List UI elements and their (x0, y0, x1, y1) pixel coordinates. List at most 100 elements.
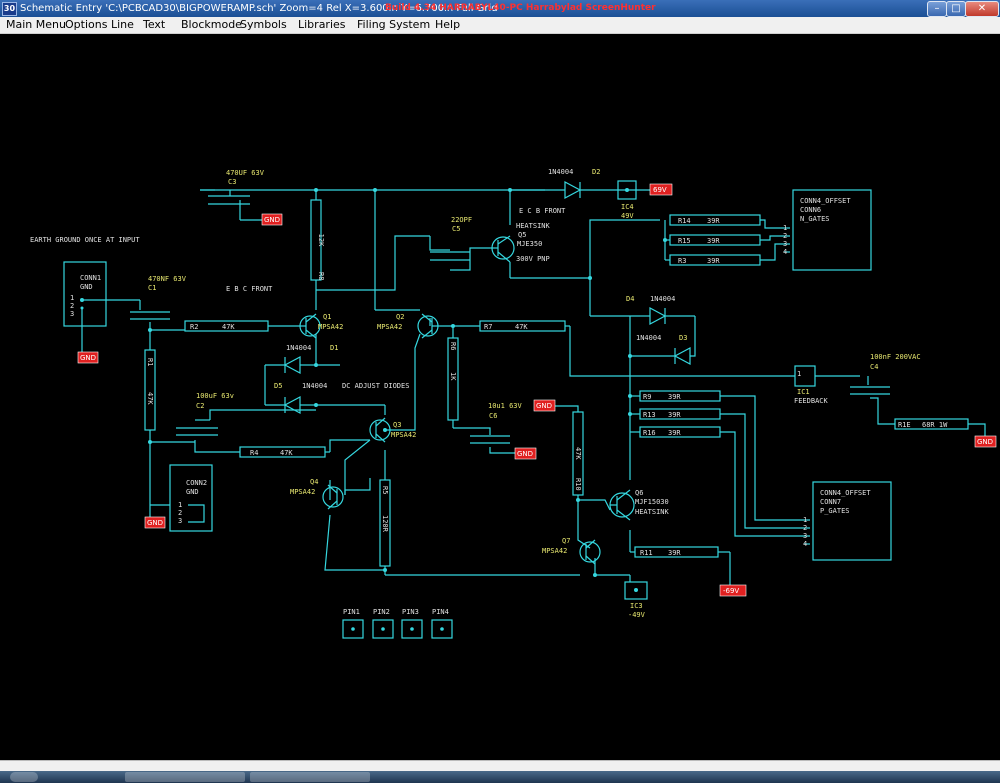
menu-filing-system[interactable]: Filing System (357, 18, 431, 31)
transistor-q7[interactable]: Q7 MPSA42 (542, 537, 601, 565)
diode-d2[interactable]: 1N4004 D2 (545, 168, 606, 199)
r7-ref: R7 (484, 323, 492, 331)
r10-ref: R10 (574, 478, 582, 491)
menu-libraries[interactable]: Libraries (298, 18, 346, 31)
diode-d1[interactable]: 1N4004 D1 (283, 344, 338, 374)
diode-d5[interactable]: D5 1N4004 (274, 382, 327, 414)
resistor-r10[interactable]: 47K R10 (572, 411, 584, 496)
r9-ref: R9 (643, 393, 651, 401)
capacitor-c1[interactable]: 470NF 63V C1 (130, 275, 187, 320)
resistor-r17[interactable]: R1E 68R 1W (894, 418, 969, 430)
resistor-r3[interactable]: R3 39R (669, 254, 761, 266)
q2-value: MPSA42 (377, 323, 402, 331)
c3-ref: C3 (228, 178, 236, 186)
diode-d4[interactable]: D4 1N4004 (626, 295, 675, 325)
neg-69v-flag[interactable]: -69V (719, 584, 747, 597)
ic1-feedback[interactable]: 1 IC1 FEEDBACK (794, 365, 829, 405)
svg-text:GND: GND (80, 354, 96, 362)
capacitor-c5[interactable]: 22OPF C5 (430, 216, 472, 261)
r3-value: 39R (707, 257, 720, 265)
app-icon: 30 (2, 2, 17, 16)
r6-ref: R6 (449, 342, 457, 350)
r13-ref: R13 (643, 411, 656, 419)
r8-value: 12K (317, 234, 325, 247)
r16-ref: R16 (643, 429, 656, 437)
pin-connectors[interactable]: PIN1 PIN2 PIN3 PIN4 (342, 608, 453, 639)
taskbar-item[interactable] (125, 772, 245, 782)
resistor-r15[interactable]: R15 39R (669, 234, 761, 246)
menu-help[interactable]: Help (435, 18, 461, 31)
schematic-canvas[interactable]: 12K R8 R2 47K R1 47K R4 47K R5 120R R6 1… (0, 34, 1000, 760)
resistor-r5[interactable]: R5 120R (379, 479, 391, 567)
ic3[interactable]: IC3 -49V (624, 581, 648, 619)
menu-symbols[interactable]: Symbols (240, 18, 287, 31)
resistor-r13[interactable]: R13 39R (639, 408, 721, 420)
schematic-drawing[interactable]: 12K R8 R2 47K R1 47K R4 47K R5 120R R6 1… (0, 34, 1000, 760)
conn1-value: GND (80, 283, 93, 291)
r11-value: 39R (668, 549, 681, 557)
resistor-r14[interactable]: R14 39R (669, 214, 761, 226)
minimize-button[interactable]: – (927, 1, 947, 17)
pos-69v-flag[interactable]: 69V (649, 183, 673, 196)
ic4[interactable]: IC4 49V (617, 180, 637, 220)
resistor-r1[interactable]: R1 47K (144, 349, 156, 431)
ic3-value: -49V (628, 611, 646, 619)
menu-line[interactable]: Line (111, 18, 134, 31)
start-button[interactable] (10, 772, 38, 782)
dc-adjust-label: DC ADJUST DIODES (342, 382, 409, 390)
transistor-q6[interactable]: Q6 MJF15030 HEATSINK (609, 489, 670, 521)
capacitor-c6[interactable]: 10u1 63V C6 (470, 402, 523, 444)
conn1-ref: CONN1 (80, 274, 101, 282)
gnd-flag[interactable]: GND (261, 213, 283, 226)
connector-conn6[interactable]: CONN4_OFFSET CONN6 N_GATES 12 34 (783, 189, 872, 271)
r1-ref: R1 (146, 358, 154, 366)
resistor-r9[interactable]: R9 39R (639, 390, 721, 402)
transistor-q1[interactable]: Q1 MPSA42 (299, 313, 343, 339)
r1-value: 47K (146, 392, 154, 405)
capacitor-c2[interactable]: 100uF 63v C2 (176, 392, 234, 436)
menu-text[interactable]: Text (143, 18, 166, 31)
svg-text:GND: GND (536, 402, 552, 410)
resistor-r2[interactable]: R2 47K (184, 320, 269, 332)
r4-ref: R4 (250, 449, 258, 457)
c6-value: 10u1 63V (488, 402, 523, 410)
svg-text:GND: GND (264, 216, 280, 224)
menu-main[interactable]: Main Menu (6, 18, 66, 31)
svg-text:GND: GND (147, 519, 163, 527)
c1-value: 470NF 63V (148, 275, 187, 283)
gnd-flag[interactable]: GND (514, 447, 537, 460)
resistor-r11[interactable]: R11 39R (634, 546, 719, 558)
r5-value: 120R (381, 515, 389, 533)
connector-conn7[interactable]: CONN4_OFFSET CONN7 P_GATES 12 34 (803, 481, 892, 561)
transistor-q2[interactable]: Q2 MPSA42 (377, 313, 440, 339)
menu-options[interactable]: Options (65, 18, 108, 31)
d5-value: 1N4004 (302, 382, 327, 390)
q6-value: MJF15030 (635, 498, 669, 506)
maximize-button[interactable]: □ (946, 1, 966, 17)
transistor-q5[interactable]: E C B FRONT HEATSINK Q5 MJE350 300V PNP (490, 207, 566, 263)
capacitor-c4[interactable]: 100nF 200VAC C4 (850, 353, 921, 395)
resistor-r7[interactable]: R7 47K (479, 320, 566, 332)
gnd-flag[interactable]: GND (144, 516, 166, 529)
gnd-flag[interactable]: GND (77, 351, 99, 364)
q1-ref: Q1 (323, 313, 331, 321)
connector-conn1[interactable]: CONN1 GND 123 (63, 261, 107, 327)
transistor-q4[interactable]: Q4 MPSA42 (290, 478, 344, 510)
capacitor-c3[interactable]: 470UF 63V C3 (208, 169, 265, 205)
gnd-flag[interactable]: GND (533, 399, 556, 412)
transistor-q3[interactable]: Q3 MPSA42 (369, 417, 416, 443)
conn7-value: P_GATES (820, 507, 850, 515)
q7-ref: Q7 (562, 537, 570, 545)
c5-ref: C5 (452, 225, 460, 233)
resistor-r8[interactable]: 12K R8 (310, 199, 325, 281)
resistor-r4[interactable]: R4 47K (239, 446, 326, 458)
resistor-r6[interactable]: R6 1K (447, 337, 459, 421)
close-button[interactable]: ✕ (965, 1, 999, 17)
connector-conn2[interactable]: CONN2 GND 123 (169, 464, 213, 532)
menu-blockmode[interactable]: Blockmode (181, 18, 242, 31)
svg-text:1: 1 (803, 516, 807, 524)
gnd-flag[interactable]: GND (974, 435, 997, 448)
resistor-r16[interactable]: R16 39R (639, 426, 721, 438)
taskbar-item[interactable] (250, 772, 370, 782)
diode-d3[interactable]: 1N4004 D3 (636, 334, 691, 365)
